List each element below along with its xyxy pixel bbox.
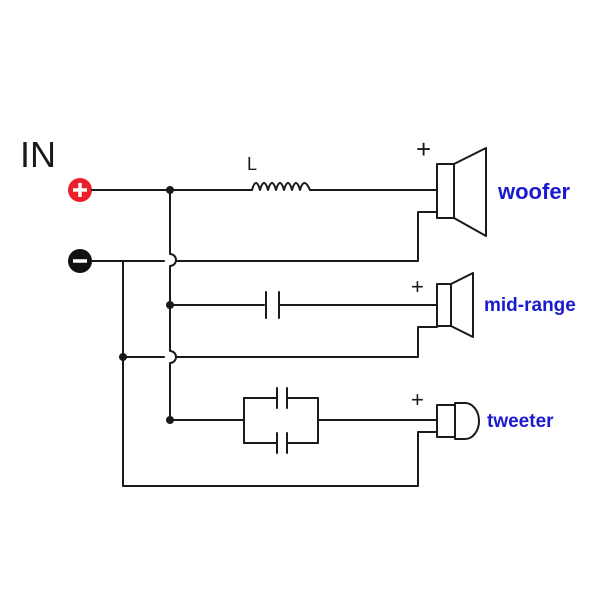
junction-dot [166, 301, 174, 309]
negative-terminal [68, 249, 92, 273]
junction-dot [119, 353, 127, 361]
midrange-capacitor [265, 291, 280, 319]
junction-dot [166, 186, 174, 194]
tweeter-speaker-icon [436, 402, 480, 440]
junction-dot [166, 416, 174, 424]
tweeter-polarity: + [411, 387, 424, 412]
input-label: IN [20, 134, 56, 175]
inductor [251, 182, 311, 191]
woofer-polarity: + [416, 134, 431, 164]
woofer-speaker-icon [436, 147, 487, 237]
circuit-wires [91, 189, 438, 487]
midrange-speaker-icon [436, 272, 474, 338]
tweeter-label: tweeter [487, 411, 554, 432]
woofer-label: woofer [497, 179, 571, 204]
tweeter-capacitor-bottom [276, 432, 288, 454]
midrange-polarity: + [411, 274, 424, 299]
inductor-label: L [247, 154, 257, 174]
tweeter-capacitor-top [276, 387, 288, 409]
positive-terminal [68, 178, 92, 202]
midrange-label: mid-range [484, 295, 576, 316]
